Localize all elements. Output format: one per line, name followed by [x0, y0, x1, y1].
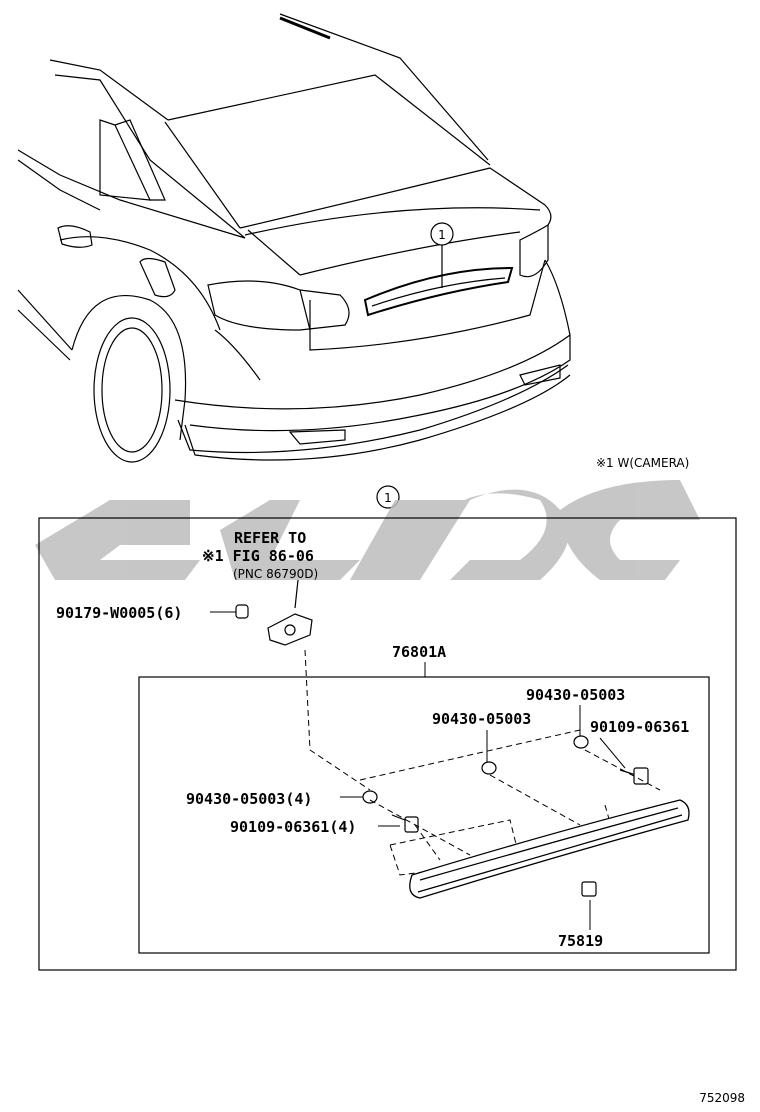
part-label-90109-right: 90109-06361 — [590, 718, 689, 736]
leader-camera — [304, 649, 371, 791]
garnish-part-icon — [409, 799, 690, 899]
outer-frame — [38, 517, 737, 971]
part-label-75819: 75819 — [558, 932, 603, 950]
part-label-90179: 90179-W0005(6) — [56, 604, 182, 622]
part-label-90109-left: 90109-06361(4) — [230, 818, 356, 836]
leader-lines — [340, 705, 626, 930]
refer-to-line: REFER TO — [234, 529, 306, 547]
camera-note: ※1 W(CAMERA) — [596, 456, 689, 470]
callout-1-top: 1 — [430, 222, 454, 246]
callout-1-section: 1 — [376, 485, 400, 509]
car-rear-illustration — [17, 13, 571, 463]
part-label-90430-mid: 90430-05003 — [432, 710, 531, 728]
watermark-logo — [35, 480, 700, 580]
camera-part-icon — [267, 579, 313, 646]
nut-90179-icon — [210, 604, 249, 619]
figure-number: 752098 — [699, 1091, 745, 1105]
refer-pnc-line: (PNC 86790D) — [233, 567, 318, 581]
svg-text:1: 1 — [438, 228, 446, 242]
part-label-90430-top: 90430-05003 — [526, 686, 625, 704]
inner-frame-76801a — [138, 676, 710, 954]
part-label-90430-left: 90430-05003(4) — [186, 790, 312, 808]
refer-fig-line: ※1 FIG 86-06 — [202, 547, 314, 565]
bolt-icons — [391, 767, 649, 897]
washer-icons — [362, 735, 589, 804]
part-label-76801a: 76801A — [392, 643, 446, 661]
svg-text:1: 1 — [384, 491, 392, 505]
